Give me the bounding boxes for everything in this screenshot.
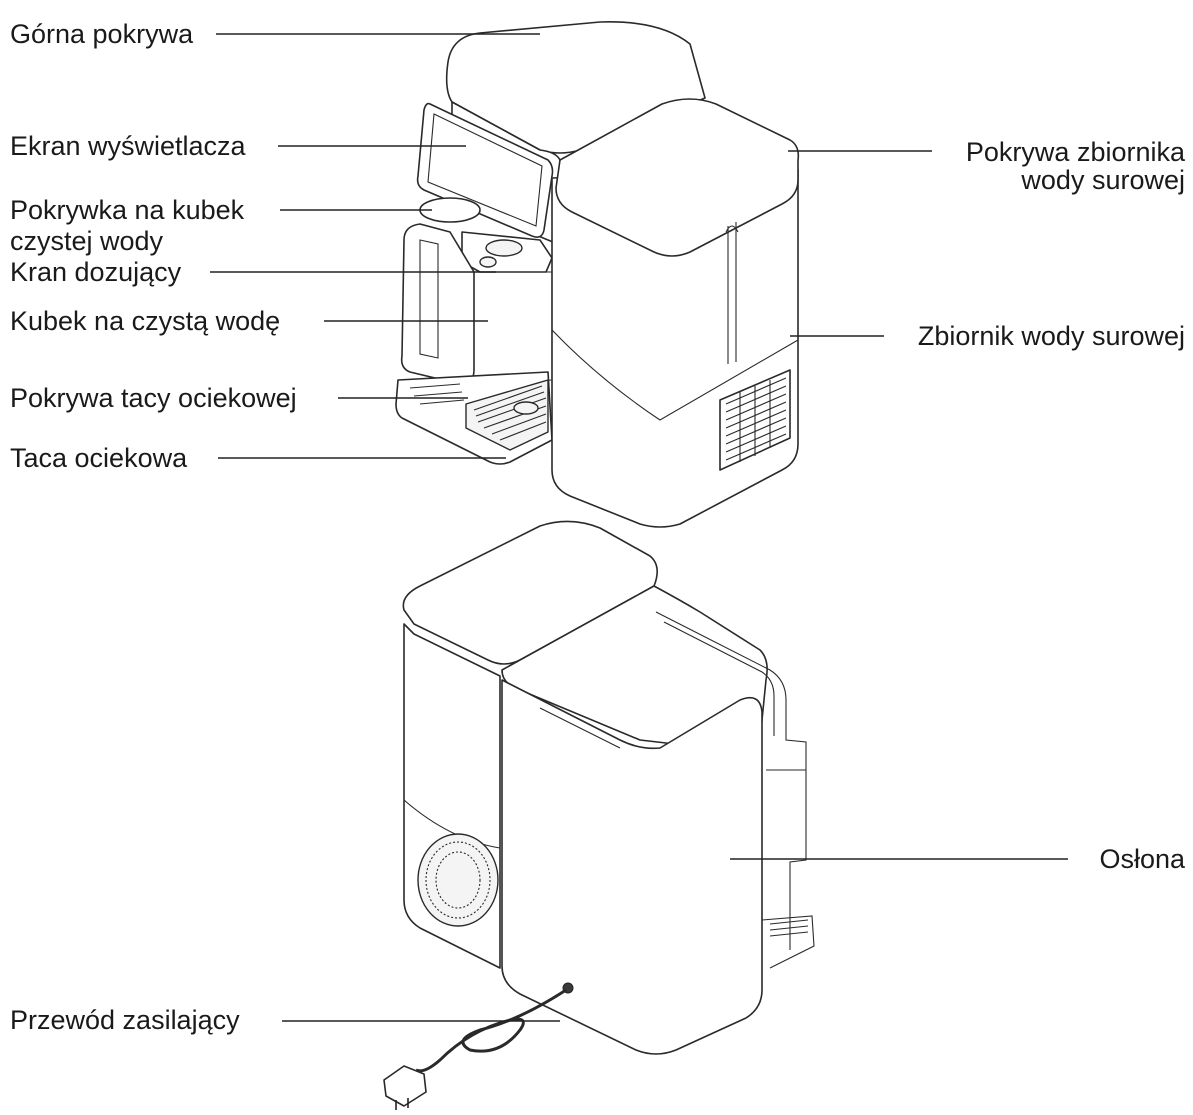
label-cup-lid-line2: czystej wody xyxy=(10,226,164,256)
label-power-cord: Przewód zasilający xyxy=(10,1005,240,1035)
raw-tank-cover-shape xyxy=(555,98,800,257)
label-top-cover: Górna pokrywa xyxy=(10,19,194,49)
front-view-device xyxy=(395,21,800,528)
label-raw-tank-cover-line1: Pokrywa zbiornika xyxy=(965,137,1185,167)
power-cord-shape xyxy=(383,982,574,1110)
shield-shape xyxy=(501,679,763,1055)
label-raw-water-tank: Zbiornik wody surowej xyxy=(917,321,1185,351)
label-dispensing-tap: Kran dozujący xyxy=(10,257,182,287)
label-clean-water-cup: Kubek na czystą wodę xyxy=(10,306,281,336)
rear-view-device xyxy=(383,520,815,1110)
label-shield: Osłona xyxy=(1099,844,1185,874)
tap-shape xyxy=(485,239,523,257)
label-drip-tray-cover: Pokrywa tacy ociekowej xyxy=(10,383,297,413)
label-raw-tank-cover-line2: wody surowej xyxy=(1021,165,1185,195)
label-display-screen: Ekran wyświetlacza xyxy=(10,131,246,161)
round-vent xyxy=(417,833,499,927)
label-drip-tray: Taca ociekowa xyxy=(10,443,188,473)
leader-lines xyxy=(210,33,1068,1022)
display-screen-shape xyxy=(416,102,554,238)
vent-grille xyxy=(719,369,791,471)
label-cup-lid-line1: Pokrywka na kubek xyxy=(10,195,245,225)
